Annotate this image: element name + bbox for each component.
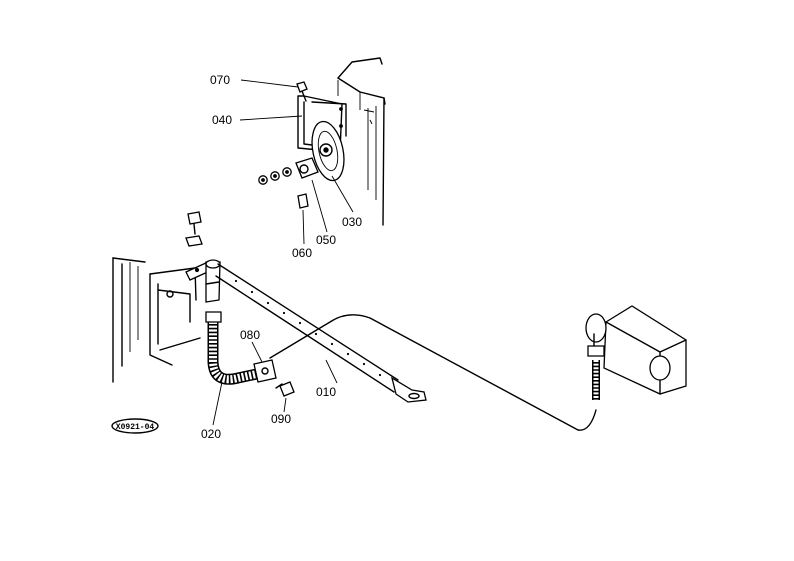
label-030: 030	[342, 215, 362, 229]
cap-060	[297, 193, 309, 209]
chassis-body	[337, 57, 386, 226]
part-labels: 070 040 030 050 060 080 010 020 090	[201, 73, 362, 441]
mount-bolt	[185, 211, 203, 247]
figure-code-badge: X0921-04	[111, 418, 159, 434]
leader-lines	[212, 79, 354, 426]
label-080: 080	[240, 328, 260, 342]
label-040: 040	[212, 113, 232, 127]
washers-nuts	[258, 167, 292, 185]
bolt-090	[275, 381, 295, 397]
label-090: 090	[271, 412, 291, 426]
right-box	[585, 305, 687, 400]
label-060: 060	[292, 246, 312, 260]
long-wire	[269, 314, 597, 431]
terminal-050	[295, 157, 319, 179]
bolt-070	[296, 81, 308, 102]
label-020: 020	[201, 427, 221, 441]
label-070: 070	[210, 73, 230, 87]
label-010: 010	[316, 385, 336, 399]
label-050: 050	[316, 233, 336, 247]
figure-code: X0921-04	[116, 423, 155, 432]
horn-030	[311, 120, 345, 182]
hose-020	[205, 311, 277, 385]
battery-cable-010	[185, 259, 427, 403]
left-frame	[112, 257, 201, 383]
